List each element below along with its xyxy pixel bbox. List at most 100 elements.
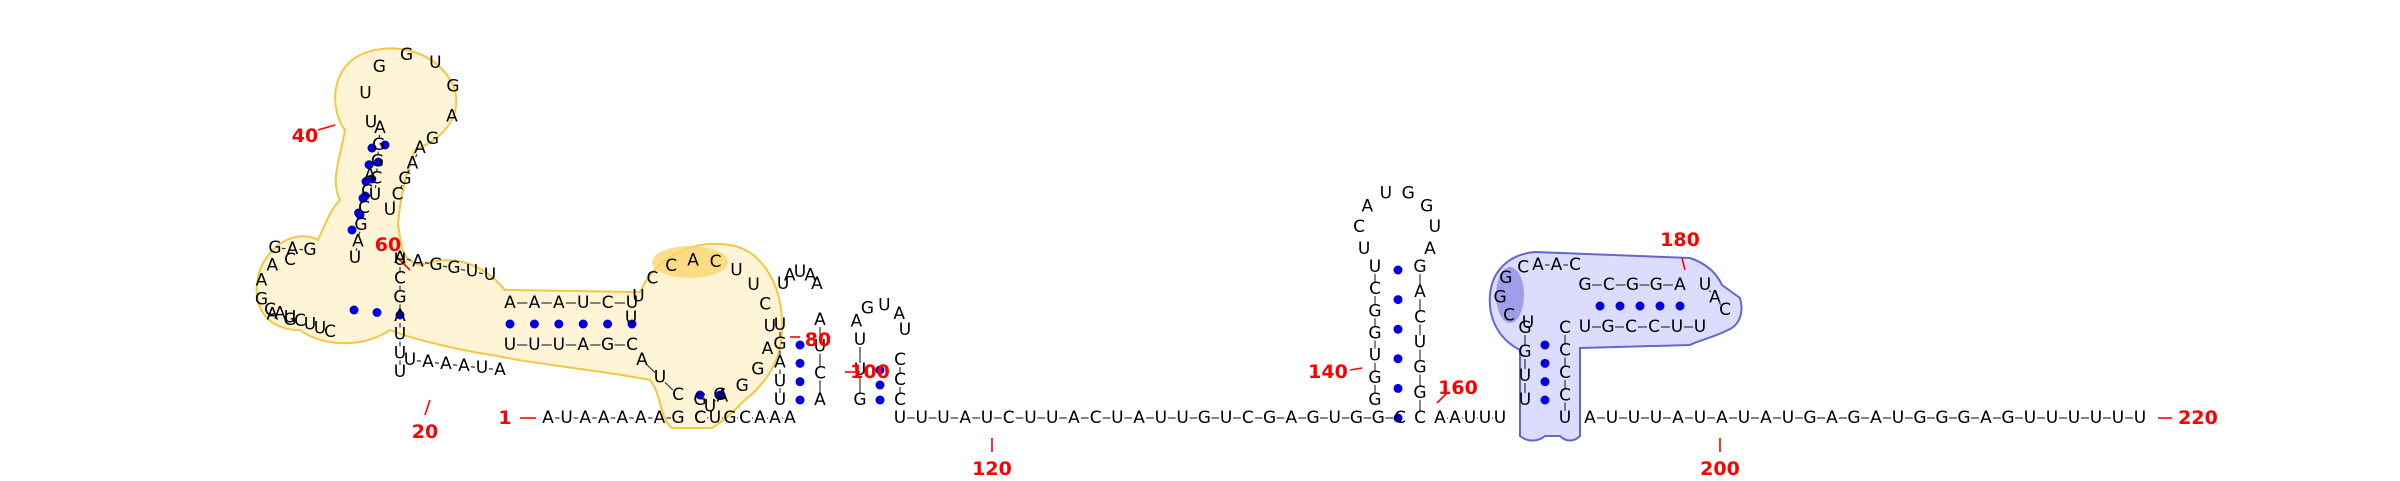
hairpin-nt-A: A xyxy=(1361,196,1373,216)
helix-nt-U: U xyxy=(1671,317,1683,337)
helix-nt-U: U xyxy=(774,371,786,391)
baseline-nucleotide-A: A xyxy=(542,408,554,428)
helix-nt-U: U xyxy=(394,250,406,270)
baseline-nucleotide-A: A xyxy=(1133,408,1145,428)
loop-nt-A: A xyxy=(762,339,774,359)
loop-nt-C: C xyxy=(1517,257,1529,277)
helix-nt-U: U xyxy=(394,325,406,345)
backbone-link xyxy=(392,200,395,204)
loop-nt-G: G xyxy=(713,385,726,405)
base-pair-dot xyxy=(554,319,564,329)
helix-nt-C: C xyxy=(361,182,373,202)
base-pair-dot xyxy=(505,319,515,329)
base-pair-dot xyxy=(349,305,359,315)
helix-nt-U: U xyxy=(384,200,396,220)
baseline-nucleotide-C: C xyxy=(1242,408,1254,428)
baseline-nucleotide-U: U xyxy=(1111,408,1123,428)
helix-nt-U: U xyxy=(553,335,565,355)
base-pair-dot xyxy=(578,319,588,329)
loop-nt-C: C xyxy=(1503,306,1515,326)
base-pair-dot xyxy=(1393,354,1403,364)
helix-nt-U: U xyxy=(1369,257,1381,277)
base-pair-dot xyxy=(1393,295,1403,305)
hairpin-nt-U: U xyxy=(359,83,371,103)
helix-nt-C: C xyxy=(1559,318,1571,338)
loop-nt-C: C xyxy=(759,294,771,314)
loop-nt-A: A xyxy=(1532,255,1544,275)
loop-nt-U: U xyxy=(632,287,644,307)
helix-nt-G: G xyxy=(1413,383,1426,403)
baseline-nucleotide-U: U xyxy=(2068,408,2080,428)
loop-nt-C: C xyxy=(665,256,677,276)
base-pair-dot xyxy=(875,380,885,390)
helix-nt-U: U xyxy=(774,315,786,335)
helix-nt-U: U xyxy=(1694,317,1706,337)
helix-nt-C: C xyxy=(1648,317,1660,337)
helix-nt-U: U xyxy=(774,390,786,410)
baseline-nucleotide-U: U xyxy=(709,408,721,428)
baseline-nucleotide-U: U xyxy=(1176,408,1188,428)
helix-nt-G: G xyxy=(1518,342,1531,362)
base-pair-dot xyxy=(355,210,365,220)
helix-nt-U: U xyxy=(394,343,406,363)
helix-nt-C: C xyxy=(1559,386,1571,406)
loop-nt-C: C xyxy=(1569,255,1581,275)
position-number-140: 140 xyxy=(1308,361,1348,383)
hairpin-nt-U: U xyxy=(777,274,789,294)
backbone-link xyxy=(460,268,466,271)
baseline-nucleotide-A: A xyxy=(1285,408,1297,428)
position-tick-40 xyxy=(317,124,336,131)
helix-nt-U: U xyxy=(504,335,516,355)
baseline-nucleotide-U: U xyxy=(2046,408,2058,428)
helix-nt-A: A xyxy=(394,306,406,326)
loop-nt-G: G xyxy=(303,240,316,260)
base-pair-dot xyxy=(1540,358,1550,368)
baseline-nucleotide-C: C xyxy=(739,408,751,428)
backbone-link xyxy=(415,154,418,158)
baseline-nucleotide-U: U xyxy=(1782,408,1794,428)
helix-nt-A: A xyxy=(504,293,516,313)
loop-nt-U: U xyxy=(404,350,416,370)
loop-nt-A: A xyxy=(687,250,699,270)
base-pair-dot xyxy=(1540,395,1550,405)
loop-nt-U: U xyxy=(730,260,742,280)
baseline-nucleotide-G: G xyxy=(1306,408,1319,428)
backbone-link xyxy=(424,262,430,265)
baseline-nucleotide-A: A xyxy=(598,408,610,428)
blue-highlight-domain xyxy=(1488,250,1743,442)
baseline-nucleotide-C: C xyxy=(1003,408,1015,428)
helix-nt-A: A xyxy=(1414,282,1426,302)
backbone-link xyxy=(407,169,410,173)
hairpin-nt-U: U xyxy=(899,320,911,340)
backbone-link xyxy=(355,248,358,252)
backbone-link xyxy=(478,272,484,275)
helix-nt-A: A xyxy=(529,293,541,313)
base-pair-dot xyxy=(361,177,371,186)
loop-nt-A: A xyxy=(287,239,299,259)
position-tick-140 xyxy=(1349,367,1363,371)
helix-nt-C: C xyxy=(1603,275,1615,295)
baseline-nucleotide-U: U xyxy=(1628,408,1640,428)
position-number-60: 60 xyxy=(375,234,401,256)
hairpin-nt-G: G xyxy=(446,77,459,97)
helix-nt-U: U xyxy=(369,185,381,205)
baseline-nucleotide-A: A xyxy=(1449,408,1461,428)
base-pair-dot xyxy=(358,193,368,203)
base-pair-dot xyxy=(1540,377,1550,387)
backbone-link xyxy=(1718,302,1722,305)
baseline-nucleotide-U: U xyxy=(981,408,993,428)
loop-nt-A: A xyxy=(422,352,434,372)
hairpin-nt-G: G xyxy=(400,45,413,65)
loop-nt-G: G xyxy=(255,289,268,309)
position-number-100: 100 xyxy=(850,361,890,383)
baseline-nucleotide-U: U xyxy=(1155,408,1167,428)
backbone-link xyxy=(646,364,656,374)
helix-nt-U: U xyxy=(814,337,826,357)
helix-nt-G: G xyxy=(371,152,384,172)
loop-nt-G: G xyxy=(447,258,460,278)
baseline-nucleotide-U: U xyxy=(916,408,928,428)
hairpin-nt-G: G xyxy=(373,57,386,77)
baseline-nucleotide-A: A xyxy=(654,408,666,428)
